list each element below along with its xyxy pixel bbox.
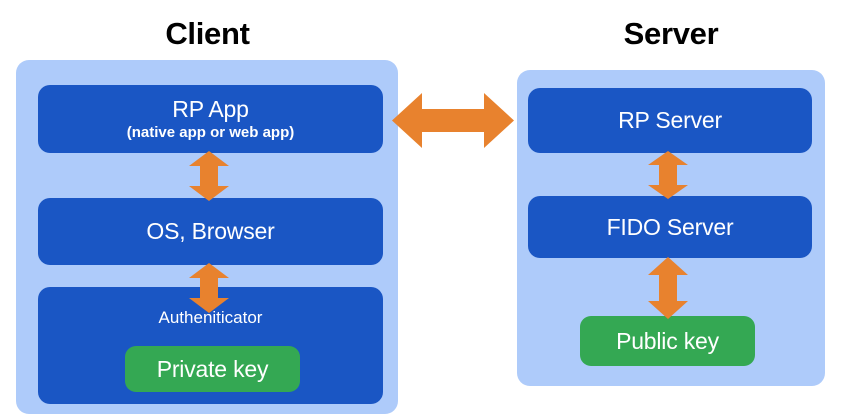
arrow-rp-server-fido-server-bidirectional [648, 151, 688, 199]
arrow-os-browser-authenticator-bidirectional [189, 263, 229, 313]
rp-app-title: RP App [172, 96, 249, 123]
server-box-fido-server[interactable]: FIDO Server [528, 196, 812, 258]
arrow-rp-app-os-browser-bidirectional [189, 151, 229, 201]
client-box-os-browser[interactable]: OS, Browser [38, 198, 383, 265]
authenticator-label: Autheniticator [158, 308, 263, 327]
public-key-chip[interactable]: Public key [580, 316, 755, 366]
client-box-rp-app[interactable]: RP App (native app or web app) [38, 85, 383, 153]
rp-server-title: RP Server [618, 107, 722, 134]
private-key-chip[interactable]: Private key [125, 346, 300, 392]
os-browser-title: OS, Browser [146, 218, 275, 245]
arrow-fido-server-public-key-bidirectional [648, 257, 688, 319]
arrow-client-server-bidirectional [392, 93, 514, 148]
rp-app-subtitle: (native app or web app) [126, 123, 295, 141]
client-column-title: Client [165, 16, 250, 51]
fido-server-title: FIDO Server [606, 213, 734, 240]
server-column-title: Server [623, 16, 719, 51]
server-box-rp-server[interactable]: RP Server [528, 88, 812, 153]
